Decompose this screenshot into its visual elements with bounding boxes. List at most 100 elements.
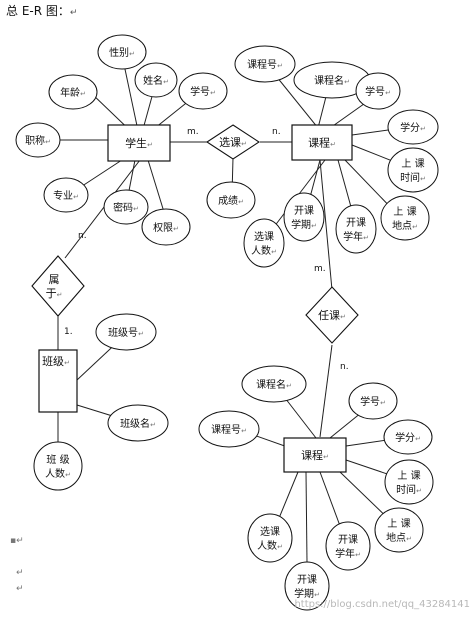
attr-c2-year-label: 开课 bbox=[338, 534, 358, 546]
attr-c1-count-ellipse bbox=[243, 218, 285, 268]
attr-grade: 成绩↵ bbox=[206, 181, 256, 219]
attr-name: 姓名↵ bbox=[134, 62, 178, 98]
card-n-course2: n. bbox=[340, 362, 349, 372]
attr-c1-course-id-ellipse bbox=[234, 45, 296, 83]
attr-c1-time-label: 上 课 bbox=[401, 158, 424, 170]
entity-course-2-label: 课程↵ bbox=[301, 449, 329, 462]
attr-c1-student-id: 学号↵ bbox=[355, 72, 401, 110]
attr-c1-place-ellipse bbox=[380, 195, 430, 241]
attr-c1-term-label: 开课 bbox=[294, 205, 314, 217]
attr-c2-place-label: 地点↵ bbox=[386, 531, 412, 544]
attr-permission: 权限↵ bbox=[141, 208, 191, 246]
return-mark-1: ↵ bbox=[16, 568, 24, 578]
connector-line bbox=[319, 344, 333, 438]
entity-class-label: 班级↵ bbox=[42, 355, 70, 368]
card-n-student-belong: n. bbox=[78, 231, 87, 241]
attr-c2-credit-label: 学分↵ bbox=[395, 431, 421, 444]
entity-course-2-box bbox=[283, 437, 347, 473]
attr-c2-time: 上 课时间↵ bbox=[384, 459, 434, 505]
watermark: https://blog.csdn.net/qq_43284141 bbox=[294, 599, 470, 610]
entity-course-1-box bbox=[291, 124, 353, 161]
attr-c1-student-id-ellipse bbox=[355, 72, 401, 110]
attr-c1-term-ellipse bbox=[283, 192, 325, 242]
attr-gender: 性别↵ bbox=[97, 34, 147, 70]
attr-c1-time: 上 课时间↵ bbox=[387, 147, 439, 193]
connector-line bbox=[319, 159, 333, 291]
attr-c1-credit-label: 学分↵ bbox=[400, 121, 426, 134]
attr-name-ellipse bbox=[134, 62, 178, 98]
attr-age: 年龄↵ bbox=[48, 74, 98, 110]
attr-c2-time-ellipse bbox=[384, 459, 434, 505]
attr-class-name-ellipse bbox=[107, 404, 169, 442]
entity-student-label: 学生↵ bbox=[125, 136, 153, 150]
entity-student-box bbox=[107, 124, 171, 162]
attr-c2-credit-ellipse bbox=[383, 419, 433, 455]
attr-c1-year-label: 开课 bbox=[346, 217, 366, 229]
attr-major-label: 专业↵ bbox=[53, 189, 79, 202]
attr-permission-ellipse bbox=[141, 208, 191, 246]
relation-belong-label: 属 bbox=[49, 273, 60, 286]
attr-c1-time-label: 时间↵ bbox=[400, 171, 426, 184]
attr-age-ellipse bbox=[48, 74, 98, 110]
attr-class-count-ellipse bbox=[33, 441, 83, 491]
attr-c1-credit: 学分↵ bbox=[387, 109, 439, 145]
attr-title-label: 职称↵ bbox=[25, 134, 51, 147]
attr-c2-course-name-label: 课程名↵ bbox=[256, 378, 292, 391]
page-title: 总 E-R 图：↵ bbox=[6, 2, 77, 19]
attr-c1-count-label: 人数↵ bbox=[251, 244, 277, 257]
attr-c1-year-label: 学年↵ bbox=[343, 230, 369, 243]
entity-course-1: 课程↵ bbox=[291, 124, 353, 161]
attr-c2-credit: 学分↵ bbox=[383, 419, 433, 455]
attr-title: 职称↵ bbox=[15, 122, 61, 158]
attr-major-ellipse bbox=[43, 177, 89, 213]
attr-c2-term-label: 开课 bbox=[297, 574, 317, 586]
attr-c1-count-label: 选课 bbox=[254, 230, 274, 243]
attr-c1-course-id-label: 课程号↵ bbox=[247, 59, 283, 71]
attr-c1-term-label: 学期↵ bbox=[291, 218, 317, 231]
attr-c2-student-id: 学号↵ bbox=[348, 382, 398, 420]
card-m-student: m. bbox=[187, 127, 199, 137]
entity-course-2: 课程↵ bbox=[283, 437, 347, 473]
attr-gender-label: 性别↵ bbox=[109, 46, 135, 59]
relation-belong-label: 于↵ bbox=[46, 287, 63, 300]
attr-c2-course-id-ellipse bbox=[198, 410, 260, 448]
card-1-class: 1. bbox=[64, 327, 73, 337]
relation-teach-label: 任课↵ bbox=[318, 309, 346, 322]
relation-teach: 任课↵ bbox=[305, 286, 359, 344]
attr-student-id-ellipse bbox=[178, 72, 228, 110]
attr-class-name: 班级名↵ bbox=[107, 404, 169, 442]
attr-grade-ellipse bbox=[206, 181, 256, 219]
attr-name-label: 姓名↵ bbox=[143, 74, 169, 87]
attr-c2-year-label: 学年↵ bbox=[335, 547, 361, 560]
title-text: 总 E-R 图： bbox=[6, 4, 70, 18]
attr-title-ellipse bbox=[15, 122, 61, 158]
attr-class-id-label: 班级号↵ bbox=[108, 327, 144, 339]
attr-class-id: 班级号↵ bbox=[95, 313, 157, 351]
attr-password-ellipse bbox=[103, 189, 149, 225]
attr-c1-credit-ellipse bbox=[387, 109, 439, 145]
attr-c1-place-label: 地点↵ bbox=[392, 219, 418, 232]
attr-c2-course-name: 课程名↵ bbox=[241, 365, 307, 403]
attr-age-label: 年龄↵ bbox=[60, 86, 86, 99]
entity-class: 班级↵ bbox=[38, 349, 78, 413]
attr-c1-time-ellipse bbox=[387, 147, 439, 193]
bullet-mark: ▪↵ bbox=[10, 536, 24, 546]
attr-major: 专业↵ bbox=[43, 177, 89, 213]
attr-password-label: 密码↵ bbox=[113, 201, 139, 214]
attr-class-name-label: 班级名↵ bbox=[120, 417, 156, 430]
attr-c1-course-name-label: 课程名↵ bbox=[314, 74, 350, 87]
attr-password: 密码↵ bbox=[103, 189, 149, 225]
entity-student: 学生↵ bbox=[107, 124, 171, 162]
attr-c2-term-ellipse bbox=[284, 561, 330, 611]
attr-c1-student-id-label: 学号↵ bbox=[365, 85, 391, 98]
attr-permission-label: 权限↵ bbox=[153, 221, 179, 234]
attr-c2-time-label: 时间↵ bbox=[396, 483, 422, 496]
attr-c2-student-id-label: 学号↵ bbox=[360, 395, 386, 408]
attr-class-id-ellipse bbox=[95, 313, 157, 351]
attr-class-count: 班 级人数↵ bbox=[33, 441, 83, 491]
attr-c2-place-ellipse bbox=[374, 507, 424, 553]
